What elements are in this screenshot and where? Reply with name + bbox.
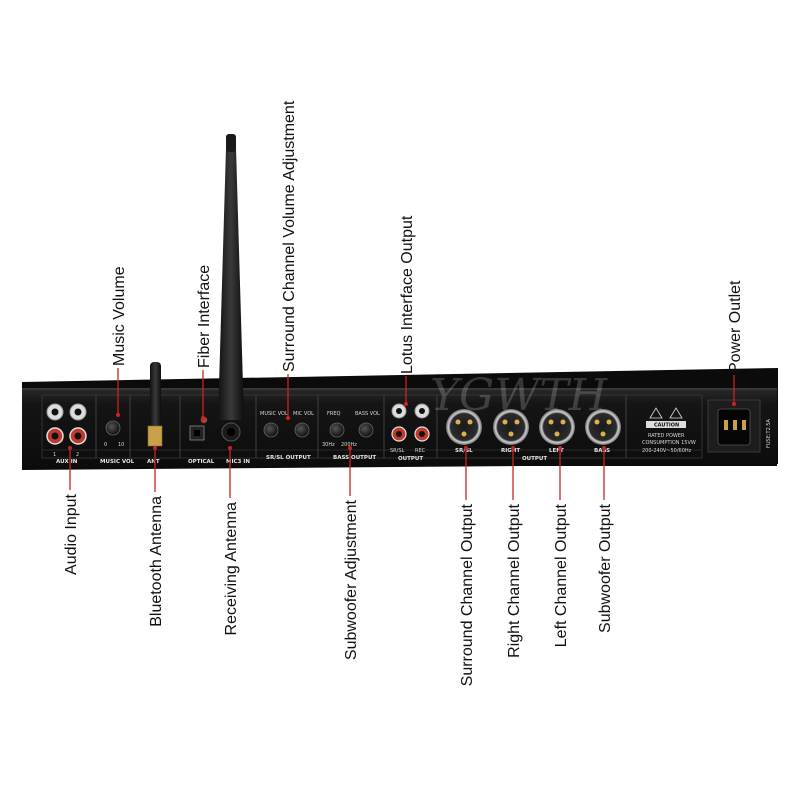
aux-in-label: AUX IN (56, 459, 78, 465)
optical-label: OPTICAL (188, 459, 215, 465)
bass-freq-knob[interactable] (329, 422, 345, 438)
svg-text:CONSUMPTION 15VW: CONSUMPTION 15VW (642, 440, 696, 446)
watermark: YGWTH (430, 370, 609, 421)
label-subwoofer-output: Subwoofer Output (597, 503, 614, 633)
svg-text:FREQ: FREQ (327, 411, 341, 417)
label-surround-volume-adjustment: Surround Channel Volume Adjustment (281, 100, 298, 372)
receiving-antenna: MIC3 IN (218, 134, 250, 465)
svg-text:10: 10 (118, 442, 124, 448)
label-receiving-antenna: Receiving Antenna (223, 502, 240, 636)
xlr-outputs: SR/SL RIGHT LEFT BASS OUTPUT (446, 409, 621, 462)
label-left-output: Left Channel Output (553, 503, 570, 647)
svg-text:30Hz: 30Hz (322, 442, 335, 448)
label-bluetooth-antenna: Bluetooth Antenna (148, 496, 165, 627)
device-rear-panel (22, 368, 778, 470)
music-volume-knob[interactable]: 0 10 MUSIC VOL (100, 420, 135, 465)
xlr-output-label: OUTPUT (522, 456, 547, 462)
svg-text:200Hz: 200Hz (341, 442, 357, 448)
caution-label: CAUTION (654, 423, 679, 429)
xlr-bass (585, 409, 621, 445)
aux-ch1-label: 1 (53, 452, 56, 458)
srsl-knobs: MUSIC VOL MIC VOL SR/SL OUTPUT (260, 411, 314, 461)
svg-text:RATED POWER: RATED POWER (648, 433, 685, 439)
label-right-output: Right Channel Output (506, 503, 523, 657)
label-subwoofer-adjustment: Subwoofer Adjustment (343, 499, 360, 660)
mic-in-label: MIC3 IN (226, 459, 250, 465)
svg-text:SR/SL: SR/SL (390, 448, 405, 454)
svg-text:LEFT: LEFT (549, 448, 564, 454)
bluetooth-antenna: ANT (147, 362, 163, 465)
svg-text:BASS VOL: BASS VOL (355, 411, 380, 417)
srsl-output-label: SR/SL OUTPUT (266, 455, 311, 461)
svg-text:SR/SL: SR/SL (455, 448, 473, 454)
label-music-volume: Music Volume (111, 266, 128, 366)
fuse-label: FUSE:T2.5A (766, 418, 772, 448)
lotus-output-label: OUTPUT (398, 456, 423, 462)
bass-output-label: BASS OUTPUT (333, 455, 376, 461)
svg-text:MIC VOL: MIC VOL (293, 411, 314, 417)
music-vol-label: MUSIC VOL (100, 459, 135, 465)
label-surround-output: Surround Channel Output (459, 503, 476, 686)
svg-text:REC: REC (415, 448, 426, 454)
ant-label: ANT (147, 459, 160, 465)
aux-in-jacks: 1 2 AUX IN (46, 403, 87, 465)
rating-plate: CAUTION RATED POWER CONSUMPTION 15VW 200… (642, 407, 696, 454)
callout-lines (69, 368, 735, 500)
warning-icon (649, 407, 663, 419)
lotus-output-jacks: SR/SL REC OUTPUT (390, 403, 430, 462)
power-outlet: FUSE:T2.5A (707, 399, 772, 453)
xlr-srsl (446, 409, 482, 445)
svg-text:200-240V~50/60Hz: 200-240V~50/60Hz (642, 448, 692, 454)
label-fiber-interface: Fiber Interface (196, 265, 213, 368)
svg-text:BASS: BASS (594, 448, 610, 454)
surround-mic-knob[interactable] (294, 422, 310, 438)
label-lotus-output: Lotus Interface Output (399, 215, 416, 374)
surround-music-knob[interactable] (263, 422, 279, 438)
svg-text:RIGHT: RIGHT (501, 448, 520, 454)
callout-dots (68, 402, 736, 450)
section-dividers (95, 396, 627, 458)
aux-ch2-label: 2 (76, 452, 79, 458)
svg-text:0: 0 (104, 442, 107, 448)
svg-text:MUSIC VOL: MUSIC VOL (260, 411, 288, 417)
panel-frame (41, 394, 703, 459)
bass-knobs: FREQ BASS VOL 30Hz 200Hz BASS OUTPUT (322, 411, 380, 461)
bass-vol-knob[interactable] (358, 422, 374, 438)
xlr-left (539, 409, 575, 445)
xlr-right (493, 409, 529, 445)
shock-warning-icon (669, 407, 683, 419)
caution-box (646, 421, 686, 428)
label-power-outlet: Power Outlet (727, 280, 744, 373)
label-audio-input: Audio Input (63, 493, 80, 575)
